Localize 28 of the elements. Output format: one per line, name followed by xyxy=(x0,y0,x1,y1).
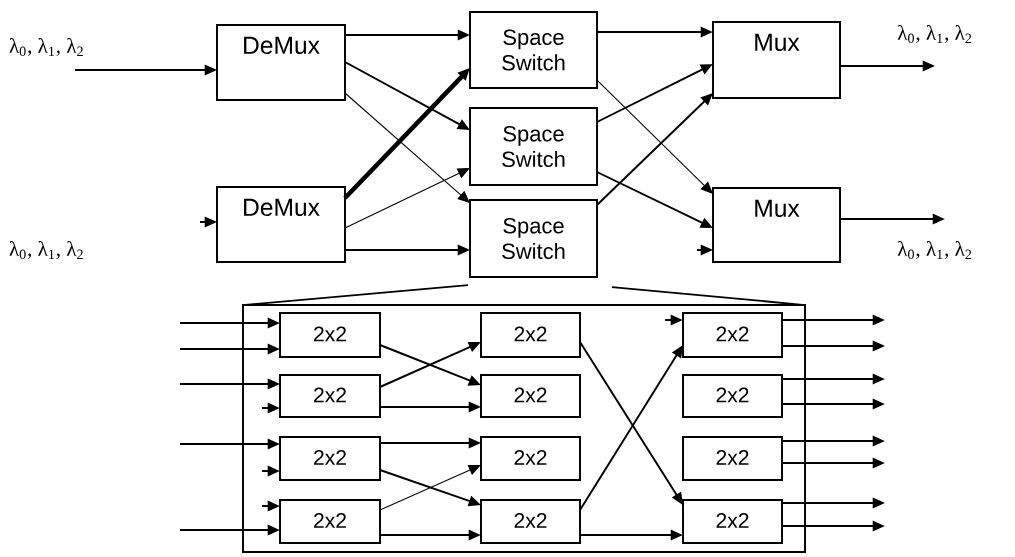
mux-box: Mux xyxy=(712,21,841,99)
switch-element-box: 2x2 xyxy=(682,499,783,544)
switch-element-box: 2x2 xyxy=(480,436,581,481)
switch-fabric-frame xyxy=(242,304,806,553)
switch-element-box: 2x2 xyxy=(279,499,381,544)
switch-element-box: 2x2 xyxy=(279,436,381,481)
switch-element-box: 2x2 xyxy=(682,374,783,418)
switch-element-box: 2x2 xyxy=(682,312,783,358)
switch-element-box: 2x2 xyxy=(480,499,581,544)
wavelength-label: λ$_{0}$, λ$_{1}$, λ$_{2}$ xyxy=(9,240,83,260)
wavelength-label: λ$_{0}$, λ$_{1}$, λ$_{2}$ xyxy=(897,24,972,44)
switch-element-box: 2x2 xyxy=(480,312,581,358)
arrow xyxy=(596,79,713,194)
space-switch-box: Space Switch xyxy=(469,11,598,89)
arrow xyxy=(344,168,470,229)
space-switch-box: Space Switch xyxy=(469,199,598,278)
switch-element-box: 2x2 xyxy=(279,312,381,358)
switch-element-box: 2x2 xyxy=(682,436,783,481)
demux-box: DeMux xyxy=(216,24,346,101)
mux-box: Mux xyxy=(712,187,841,263)
space-switch-box: Space Switch xyxy=(469,107,598,186)
switch-element-box: 2x2 xyxy=(480,374,581,418)
arrow xyxy=(596,93,713,206)
arrow xyxy=(344,92,470,203)
wavelength-label: λ$_{0}$, λ$_{1}$, λ$_{2}$ xyxy=(9,37,83,57)
demux-box: DeMux xyxy=(216,186,346,263)
wavelength-label: λ$_{0}$, λ$_{1}$, λ$_{2}$ xyxy=(897,240,972,260)
switch-element-box: 2x2 xyxy=(279,374,381,418)
